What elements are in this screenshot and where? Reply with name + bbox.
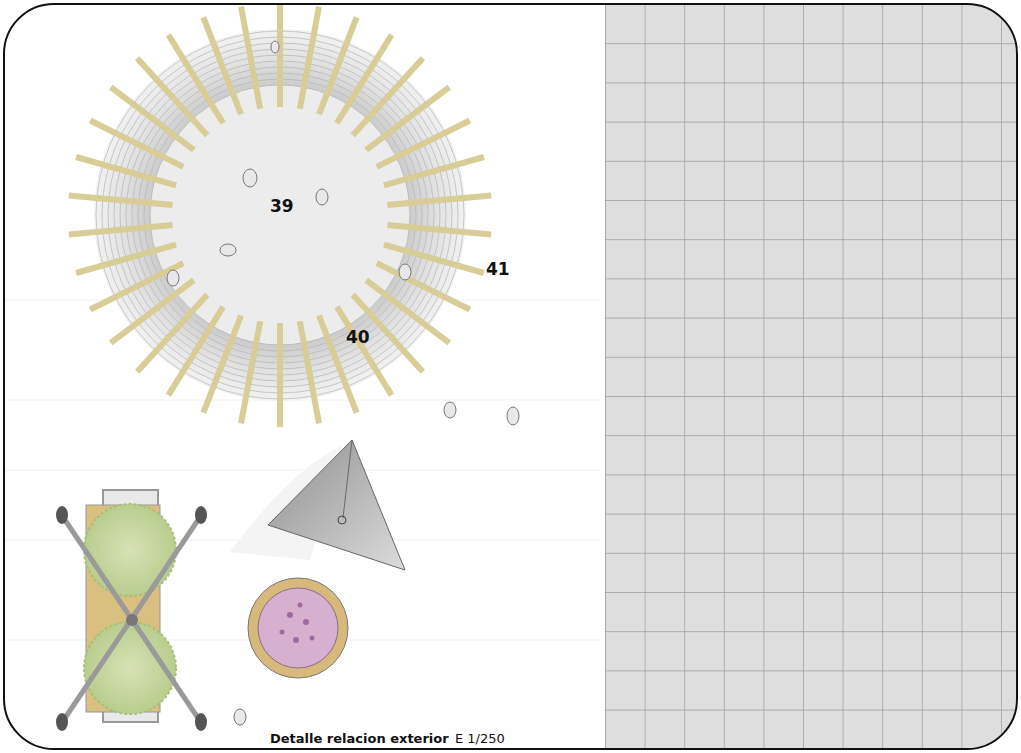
caption: Detalle relacion exterior — [270, 732, 449, 745]
callout-number: 39 — [270, 198, 294, 215]
callout-number: 41 — [486, 261, 510, 278]
scale-note: E 1/250 — [455, 732, 505, 745]
callout-number: 40 — [346, 329, 370, 346]
